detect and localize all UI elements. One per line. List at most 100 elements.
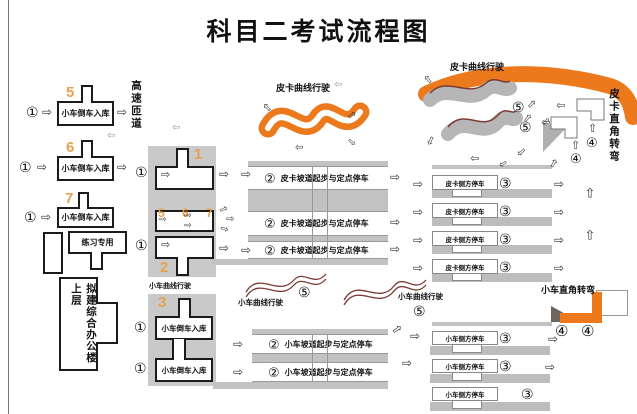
flow-arrow-icon: ⇨ — [554, 233, 565, 247]
side-lane-curb — [430, 402, 550, 411]
garage-567 — [155, 210, 214, 232]
flow-arrow-icon: ⇨ — [554, 261, 565, 275]
pickup-side-parking-label: 皮卡侧方停车 — [445, 180, 485, 188]
pickup-curve-right-label: 皮卡曲线行驶 — [450, 62, 505, 72]
flow-arrow-icon: ⇨ — [556, 99, 566, 111]
garage-6-label: 小车倒车入库 — [61, 164, 110, 173]
pickup-side-parking-label: 皮卡侧方停车 — [445, 264, 485, 272]
ramp-lane-divider — [213, 382, 388, 389]
flow-arrow-icon: ⇨ — [470, 152, 480, 164]
flow-arrow-icon: ⇨ — [184, 210, 192, 220]
flow-arrow-icon: ⇨ — [161, 169, 171, 181]
flow-arrow-icon: ⇨ — [334, 78, 343, 89]
pickup-ramp-label: 皮卡坡道起步与定点停车 — [280, 245, 369, 255]
ramp-lane-divider — [248, 161, 388, 166]
flow-arrow-icon: ⇨ — [117, 160, 128, 174]
step-badge: ③ — [499, 231, 512, 247]
practice-garage-label: 练习专用 — [81, 238, 114, 247]
flow-arrow-icon: ⇨ — [184, 220, 192, 230]
pickup-curve-right-shape — [418, 66, 637, 125]
car-side-parking-label: 小车侧方停车 — [445, 364, 485, 371]
flow-arrow-icon: ⇨ — [570, 139, 583, 150]
car-side-parking-label: 小车侧方停车 — [445, 392, 485, 399]
step-badge: ② — [264, 170, 276, 186]
garage-5-number: 5 — [66, 84, 75, 101]
flow-arrow-icon: ⇨ — [241, 167, 252, 181]
pickup-ramp-label: 皮卡坡道起步与定点停车 — [280, 219, 369, 228]
flow-arrow-icon: ⇨ — [41, 210, 52, 224]
flow-arrow-icon: ⇨ — [413, 233, 424, 247]
parking-bay-notch — [452, 372, 482, 381]
car-curve-2-line-a — [343, 279, 427, 301]
pickup-right-angle-label: 皮卡直角转弯 — [608, 88, 620, 163]
side-lane-divider — [432, 165, 552, 169]
parking-bay-notch — [452, 188, 482, 197]
step-badge: ③ — [499, 259, 512, 275]
frame-left-line — [8, 0, 9, 414]
garage-7-number: 7 — [65, 190, 74, 207]
flow-arrow-icon: ⇨ — [413, 261, 424, 275]
flow-arrow-icon: ⇨ — [295, 141, 304, 152]
step-badge: ① — [134, 319, 147, 335]
garage-1-number: 1 — [194, 146, 203, 163]
step-badge: ⑤ — [298, 284, 311, 300]
car-ramp-label: 小车坡道起步与定点停车 — [284, 367, 373, 377]
right-angle-gray-triangle — [543, 124, 570, 152]
step-badge: ① — [24, 209, 37, 225]
flow-arrow-icon: ⇨ — [581, 229, 597, 240]
pickup-curve-left-channel — [265, 109, 363, 131]
step-badge: ② — [264, 216, 276, 231]
practice-garage-stem — [90, 252, 103, 270]
garage-5-stem — [81, 85, 93, 103]
curve-track-edge-1 — [429, 79, 511, 94]
pickup-side-parking-lane: 皮卡侧方停车 — [432, 203, 498, 218]
flow-arrow-icon: ⇨ — [161, 239, 171, 251]
garage-2-number: 2 — [160, 259, 169, 276]
car-curve-label: 小车曲线行驶 — [398, 292, 443, 301]
step-badge: ② — [268, 336, 280, 352]
ramp-lane-divider — [252, 329, 388, 334]
car-ramp-lane: ② 小车坡道起步与定点停车 — [252, 362, 388, 382]
pickup-ramp-lane: ② 皮卡坡道起步与定点停车 — [248, 241, 388, 259]
garage-4: 小车倒车入库 — [155, 358, 213, 382]
flow-arrow-icon: ⇨ — [554, 177, 565, 191]
garage-7-label: 小车倒车入库 — [61, 213, 110, 222]
step-badge: ① — [135, 237, 148, 253]
flow-arrow-icon: ⇨ — [548, 332, 559, 346]
step-badge: ② — [264, 242, 276, 258]
flow-arrow-icon: ⇨ — [159, 214, 167, 224]
step-badge: ③ — [499, 175, 512, 191]
curve-track-edge-2 — [447, 110, 517, 128]
pickup-side-parking-label: 皮卡侧方停车 — [445, 236, 485, 244]
side-lane-curb — [430, 374, 550, 383]
flow-arrow-icon: ⇨ — [402, 356, 413, 370]
garage-3: 小车倒车入库 — [155, 316, 213, 340]
step-badge: ④ — [586, 135, 598, 150]
pickup-side-parking-lane: 皮卡侧方停车 — [432, 231, 498, 246]
flow-arrow-icon: ⇨ — [587, 122, 600, 133]
garage-1-stem — [176, 148, 189, 168]
flow-arrow-icon: ⇨ — [241, 243, 252, 257]
step-badge: ④ — [555, 323, 569, 340]
curve-track-gray-1 — [423, 79, 517, 107]
pickup-ramp-lane: ② 皮卡坡道起步与定点停车 — [248, 211, 388, 236]
pickup-ramp-label: 皮卡坡道起步与定点停车 — [280, 173, 369, 183]
ramp-mark-line — [327, 166, 328, 259]
flow-arrow-icon: ⇨ — [37, 160, 48, 174]
parking-bay-notch — [452, 344, 482, 353]
ramp-lane-divider — [252, 354, 388, 362]
step-badge: ② — [268, 364, 280, 380]
car-side-parking-lane: 小车侧方停车 — [432, 331, 498, 345]
side-lane-curb — [432, 189, 552, 198]
pickup-curve-left-label: 皮卡曲线行驶 — [276, 83, 331, 93]
step-badge: ① — [135, 164, 148, 180]
flow-arrow-icon: ⇨ — [233, 365, 244, 379]
pickup-ramp-lane: ② 皮卡坡道起步与定点停车 — [248, 166, 388, 190]
ramp-mark-line — [327, 334, 328, 382]
garage-7-stem — [78, 192, 89, 209]
flow-arrow-icon: ⇨ — [107, 129, 116, 140]
flow-arrow-icon: ⇨ — [413, 177, 424, 191]
car-curve-label: 小车曲线行驶 — [149, 283, 191, 290]
step-badge: ④ — [581, 323, 595, 340]
side-lane-curb — [430, 346, 550, 355]
